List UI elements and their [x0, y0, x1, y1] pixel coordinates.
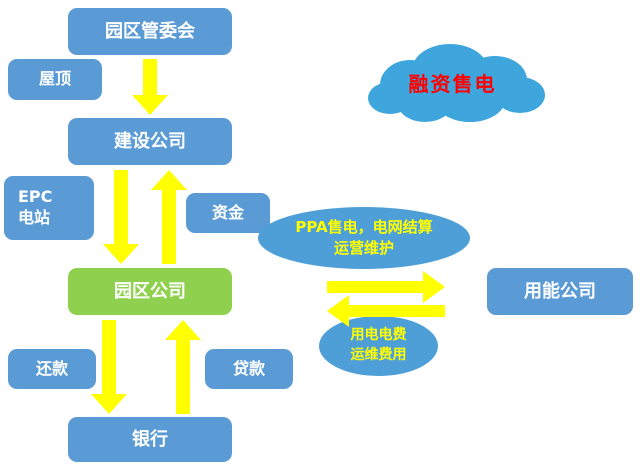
node-epc-power-station-label: EPC 电站 — [18, 187, 53, 227]
arrow-park-to-construction-up — [151, 170, 187, 264]
arrow-energy-to-park-left — [327, 295, 445, 327]
node-park-committee: 园区管委会 — [68, 8, 232, 55]
node-funds: 资金 — [186, 193, 270, 233]
node-epc-power-station: EPC 电站 — [4, 176, 94, 240]
node-park-company-label: 园区公司 — [114, 280, 186, 302]
node-repayment-label: 还款 — [35, 358, 68, 378]
node-park-company: 园区公司 — [68, 268, 232, 315]
node-energy-company-label: 用能公司 — [524, 280, 596, 302]
node-rooftop-label: 屋顶 — [38, 69, 71, 89]
node-repayment: 还款 — [8, 349, 96, 389]
arrow-construction-to-park-down — [103, 170, 139, 264]
cloud-icon — [368, 44, 545, 122]
node-loan: 贷款 — [205, 349, 293, 389]
ellipse-ppa-settlement: PPA售电，电网结算 运营维护 — [258, 207, 470, 269]
ellipse-ppa-settlement-label: PPA售电，电网结算 运营维护 — [295, 218, 433, 257]
cloud-label: 融资售电 — [408, 72, 497, 96]
arrow-bank-to-park-up — [165, 320, 201, 414]
cloud-shape: 融资售电 — [350, 30, 555, 135]
node-construction-company-label: 建设公司 — [114, 130, 186, 152]
arrow-park-to-energy-right — [327, 271, 445, 303]
node-loan-label: 贷款 — [232, 358, 265, 378]
node-energy-company: 用能公司 — [487, 268, 633, 315]
arrow-committee-to-construction — [132, 59, 168, 115]
node-bank-label: 银行 — [132, 428, 168, 450]
node-park-committee-label: 园区管委会 — [105, 20, 195, 42]
ellipse-electricity-fees: 用电电费 运维费用 — [319, 316, 438, 376]
node-construction-company: 建设公司 — [68, 118, 232, 165]
node-bank: 银行 — [68, 417, 232, 462]
node-rooftop: 屋顶 — [8, 59, 102, 100]
ellipse-electricity-fees-label: 用电电费 运维费用 — [350, 327, 407, 363]
node-funds-label: 资金 — [211, 202, 244, 222]
arrow-park-to-bank-down — [91, 320, 127, 414]
